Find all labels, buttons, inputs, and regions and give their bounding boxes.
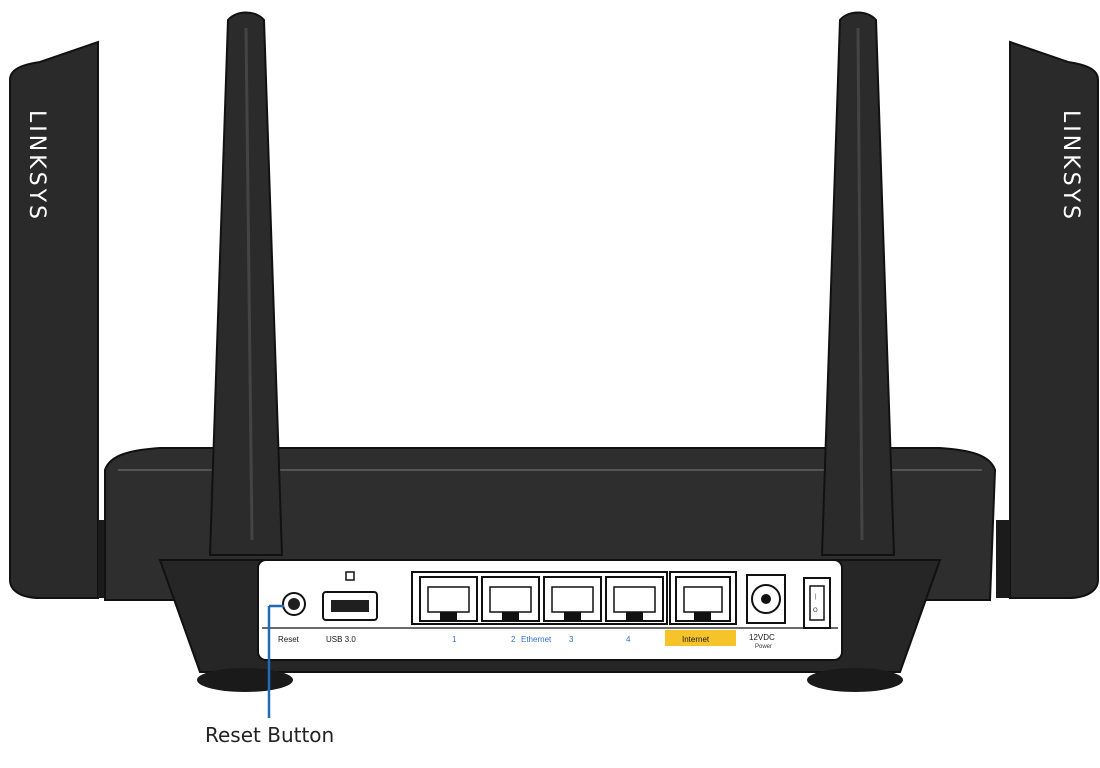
ethernet-group-label: Ethernet [521, 635, 552, 644]
right-brand-logo: LINKSYS [1058, 110, 1083, 222]
reset-callout: Reset Button [205, 604, 334, 747]
power-sublabel: Power [755, 644, 772, 650]
internet-label: Internet [682, 635, 710, 644]
left-antenna [208, 11, 284, 556]
ethernet-port-3[interactable] [543, 576, 602, 622]
power-label: 12VDC [749, 633, 775, 642]
ethernet-port-1[interactable] [419, 576, 478, 622]
reset-callout-label: Reset Button [205, 723, 334, 747]
usb-icon [345, 571, 355, 581]
usb-port[interactable] [322, 591, 378, 621]
port-panel: Reset USB 3.0 1 [257, 559, 843, 661]
ethernet-3-label: 3 [569, 635, 574, 644]
ethernet-1-label: 1 [452, 635, 457, 644]
left-brand-logo: LINKSYS [24, 110, 49, 222]
power-switch-on-mark: | [815, 594, 817, 600]
internet-port[interactable] [669, 571, 737, 625]
internet-label-highlight [665, 630, 736, 646]
usb-label: USB 3.0 [326, 635, 356, 644]
ethernet-port-2[interactable] [481, 576, 540, 622]
right-antenna [820, 11, 896, 556]
ethernet-2-label: 2 [511, 635, 516, 644]
right-side-panel: LINKSYS [996, 40, 1099, 599]
left-side-panel: LINKSYS [9, 40, 112, 599]
ethernet-port-4[interactable] [605, 576, 664, 622]
power-switch-off-mark: O [813, 608, 818, 614]
ethernet-4-label: 4 [626, 635, 631, 644]
reset-label: Reset [278, 635, 300, 644]
power-jack[interactable] [746, 574, 786, 624]
reset-pinhole[interactable] [282, 592, 306, 616]
power-switch[interactable]: | O [803, 577, 831, 629]
